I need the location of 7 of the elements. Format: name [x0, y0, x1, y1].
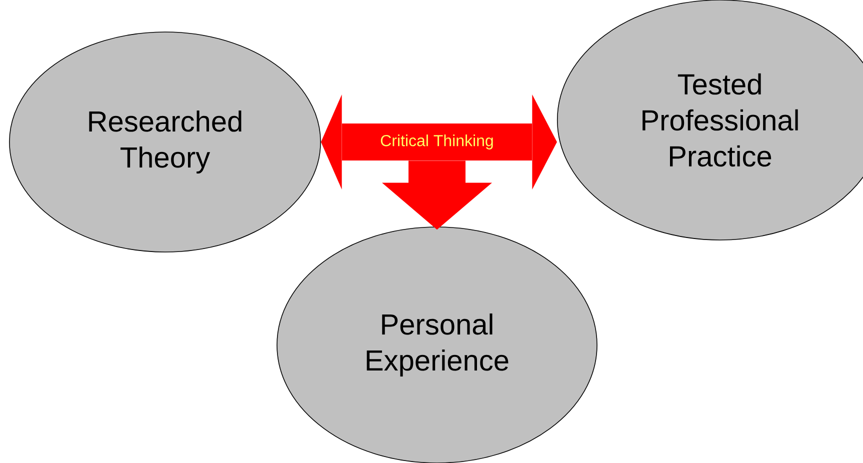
- block-arrow: [320, 94, 342, 190]
- ellipse-node: Tested Professional Practice: [556, 0, 863, 240]
- ellipse-node: Researched Theory: [9, 32, 321, 252]
- block-arrow: [532, 94, 557, 190]
- node-label: Critical Thinking: [380, 134, 493, 150]
- block-arrow: [382, 160, 492, 230]
- ellipse-node: Personal Experience: [276, 226, 598, 463]
